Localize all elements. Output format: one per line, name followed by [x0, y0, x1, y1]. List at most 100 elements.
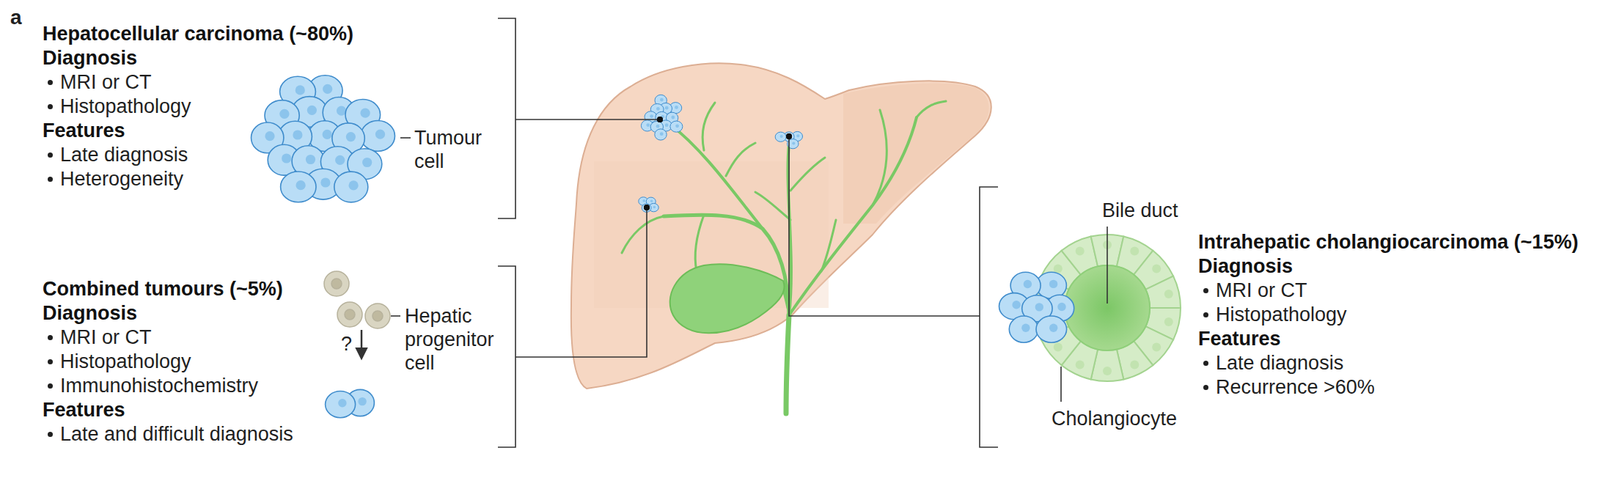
gallbladder — [670, 263, 785, 333]
tumour-cell-nucleus — [791, 141, 795, 145]
cholangiocyte-nucleus — [1129, 247, 1139, 256]
text-line: Histopathology — [1198, 302, 1579, 328]
cholangiocyte-nucleus — [1129, 360, 1139, 370]
tumour-cell-nucleus — [670, 115, 675, 120]
text-line: Histopathology — [42, 349, 294, 374]
tumour-cell — [280, 171, 317, 203]
callout-label: Hepatic progenitor cell — [404, 304, 501, 375]
tumour-cell-nucleus — [1021, 324, 1030, 333]
cholangiocyte-nucleus — [1164, 317, 1174, 327]
text-line: Diagnosis — [1198, 254, 1579, 279]
section-heading: Features — [42, 398, 126, 421]
tumour-cell-nucleus — [305, 154, 316, 165]
tumour-cell-nucleus — [656, 124, 660, 129]
tumour-cell — [1036, 316, 1067, 343]
panel-title: Intrahepatic cholangiocarcinoma (~15%) — [1198, 230, 1579, 253]
tumour-cell-nucleus — [375, 129, 385, 140]
tumour-cell-nucleus — [646, 123, 650, 127]
bullet-item: MRI or CT — [60, 326, 152, 349]
section-heading: Diagnosis — [42, 302, 138, 325]
tumour-cell-nucleus — [1035, 302, 1044, 311]
tumour-cell-nucleus — [279, 109, 289, 119]
bullet-item: Histopathology — [1215, 303, 1348, 326]
leader-dot — [657, 116, 663, 123]
panel-letter: a — [10, 5, 22, 30]
tumour-type-panel: Intrahepatic cholangiocarcinoma (~15%)Di… — [1198, 230, 1579, 400]
bullet-dot — [1203, 360, 1209, 366]
bullet-item: Immunohistochemistry — [60, 374, 259, 397]
bullet-dot — [47, 79, 53, 86]
text-line: Diagnosis — [42, 46, 354, 71]
tumour-cell — [325, 391, 356, 418]
cholangiocyte-nucleus — [1075, 360, 1085, 370]
tumour-cell-nucleus — [780, 134, 784, 138]
tumour-cell-nucleus — [281, 153, 292, 163]
progenitor-cells — [324, 271, 391, 329]
panel-title: Combined tumours (~5%) — [42, 277, 284, 300]
tumour-cell-nucleus — [338, 398, 347, 407]
tumour-cell-nucleus — [649, 114, 654, 119]
tumour-cell-nucleus — [322, 129, 333, 140]
bullet-dot — [47, 176, 53, 182]
tumour-cell-nucleus — [292, 129, 303, 140]
section-heading: Features — [1198, 327, 1282, 350]
bullet-item: MRI or CT — [60, 71, 152, 94]
text-line: Histopathology — [42, 94, 354, 119]
tumour-cell-nucleus — [1057, 302, 1066, 311]
bullet-dot — [47, 104, 53, 110]
tumour-cell-nucleus — [1023, 280, 1032, 289]
leader-dots — [643, 116, 792, 211]
bullet-item: MRI or CT — [1215, 279, 1308, 302]
text-line: Features — [42, 118, 354, 143]
tumour-cell-nucleus — [653, 206, 657, 209]
text-line: Intrahepatic cholangiocarcinoma (~15%) — [1198, 230, 1579, 255]
tumour-cell-nucleus — [642, 199, 646, 203]
cholangiocyte-nucleus — [1053, 263, 1063, 273]
leader-lines — [390, 18, 1108, 448]
tumour-cell-nucleus — [665, 106, 669, 110]
cholangiocyte-nucleus — [1102, 366, 1112, 376]
bullet-dot — [1203, 288, 1209, 294]
callout-label: Bile duct — [1102, 198, 1179, 223]
bullet-dot — [47, 152, 53, 158]
bullet-item: Histopathology — [60, 350, 192, 373]
tumour-cells — [251, 75, 1075, 418]
tumour-cell-nucleus — [346, 131, 356, 142]
tumour-cell-nucleus — [675, 123, 680, 128]
differentiation-arrow — [360, 329, 363, 358]
section-heading: Features — [42, 119, 126, 142]
bullet-item: Heterogeneity — [60, 167, 184, 190]
bullet-item: Late diagnosis — [60, 143, 188, 166]
text-line: Combined tumours (~5%) — [42, 277, 294, 302]
text-line: Recurrence >60% — [1198, 375, 1579, 400]
leader-dot — [643, 204, 650, 211]
tumour-cell — [334, 171, 369, 203]
tumour-cell-nucleus — [650, 199, 654, 203]
text-line: Features — [42, 398, 294, 423]
tumour-cell-nucleus — [360, 108, 371, 119]
tumour-cell-nucleus — [1049, 324, 1058, 333]
text-line: Late diagnosis — [42, 142, 354, 168]
tumour-cell-nucleus — [349, 180, 359, 190]
tumour-cell-nucleus — [659, 98, 664, 102]
bile-duct-tree — [621, 101, 946, 414]
text-line: Heterogeneity — [42, 167, 354, 192]
callout-label: Tumour cell — [414, 126, 488, 174]
bullet-item: Recurrence >60% — [1215, 376, 1375, 399]
tumour-cell-nucleus — [335, 155, 345, 165]
tumour-type-panel: Hepatocellular carcinoma (~80%)Diagnosis… — [42, 21, 354, 192]
tumour-cell-nucleus — [674, 105, 679, 110]
tumour-cell-nucleus — [796, 134, 800, 138]
tumour-cell — [360, 120, 396, 152]
cholangiocyte — [1145, 276, 1181, 308]
bullet-item: Late diagnosis — [1215, 351, 1344, 374]
text-line: Late and difficult diagnosis — [42, 422, 294, 447]
section-heading: Diagnosis — [42, 46, 138, 69]
bullet-dot — [47, 431, 53, 438]
text-line: Hepatocellular carcinoma (~80%) — [42, 21, 354, 47]
text-line: Late diagnosis — [1198, 351, 1579, 376]
bullet-dot — [47, 383, 53, 389]
cholangiocyte-nucleus — [1151, 263, 1161, 273]
bullet-item: Late and difficult diagnosis — [60, 423, 294, 446]
liver — [571, 63, 992, 389]
